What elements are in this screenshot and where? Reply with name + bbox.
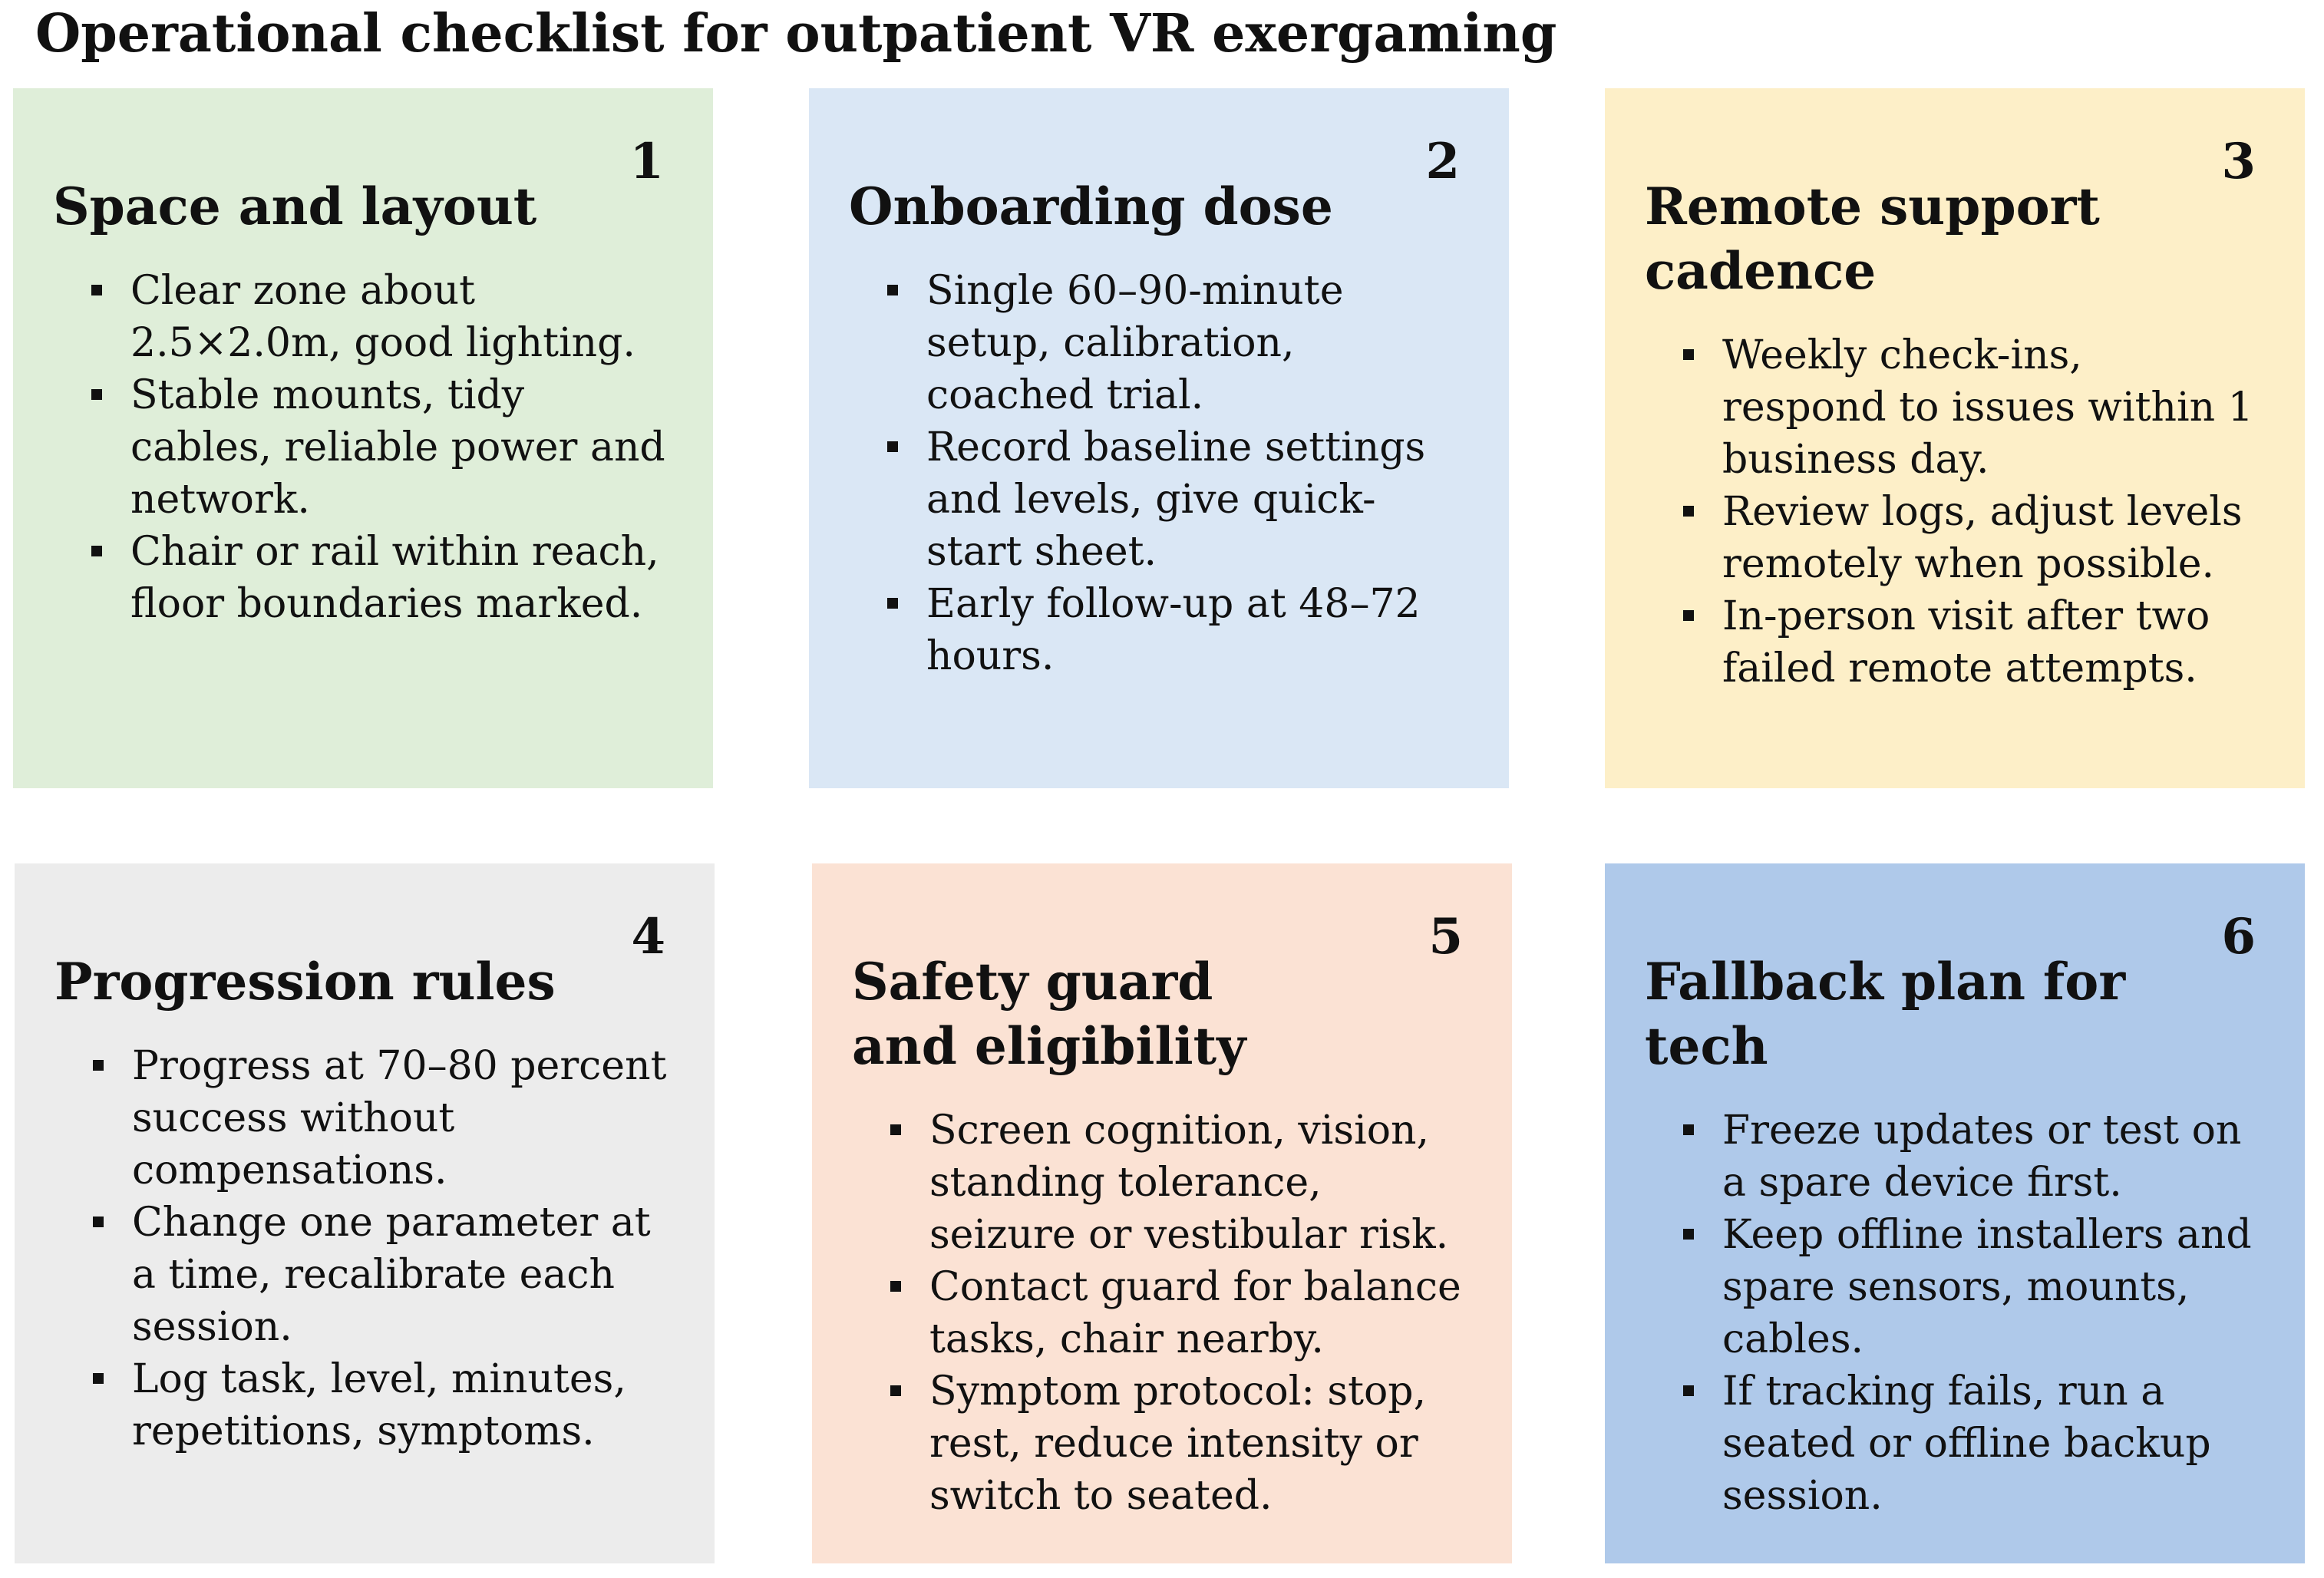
card-number: 1 <box>629 133 664 190</box>
checklist-item: Progress at 70–80 percent success withou… <box>93 1040 668 1197</box>
card-heading: Fallback plan for tech <box>1645 952 2126 1076</box>
checklist-card-2: 2 Onboarding dose Single 60–90-minute se… <box>809 88 1509 788</box>
square-bullet-icon <box>91 389 102 400</box>
checklist-item-text: Weekly check-ins, respond to issues with… <box>1722 332 2253 483</box>
card-heading: Space and layout <box>53 177 537 236</box>
checklist-item-text: Change one parameter at a time, recalibr… <box>132 1200 651 1350</box>
square-bullet-icon <box>93 1060 104 1071</box>
card-item-list: Single 60–90-minute setup, calibration, … <box>849 265 1463 682</box>
checklist-item: If tracking fails, run a seated or offli… <box>1683 1365 2259 1522</box>
checklist-item: Keep offline installers and spare sensor… <box>1683 1209 2259 1365</box>
checklist-item: Clear zone about 2.5×2.0m, good lighting… <box>91 265 667 369</box>
square-bullet-icon <box>1683 506 1694 517</box>
card-number: 3 <box>2221 133 2256 190</box>
square-bullet-icon <box>890 1385 901 1396</box>
checklist-card-1: 1 Space and layout Clear zone about 2.5×… <box>13 88 713 788</box>
checklist-item: Symptom protocol: stop, rest, reduce int… <box>890 1365 1466 1522</box>
checklist-item: Weekly check-ins, respond to issues with… <box>1683 329 2259 486</box>
square-bullet-icon <box>887 598 898 609</box>
checklist-item: Log task, level, minutes, repetitions, s… <box>93 1353 668 1458</box>
square-bullet-icon <box>91 546 102 556</box>
checklist-item-text: Single 60–90-minute setup, calibration, … <box>926 268 1344 418</box>
square-bullet-icon <box>91 285 102 295</box>
checklist-item: Freeze updates or test on a spare device… <box>1683 1104 2259 1209</box>
square-bullet-icon <box>1683 1229 1694 1240</box>
checklist-item: In-person visit after two failed remote … <box>1683 590 2259 695</box>
checklist-card-4: 4 Progression rules Progress at 70–80 pe… <box>15 863 715 1563</box>
checklist-card-5: 5 Safety guard and eligibility Screen co… <box>812 863 1512 1563</box>
square-bullet-icon <box>1683 1385 1694 1396</box>
checklist-item-text: Symptom protocol: stop, rest, reduce int… <box>929 1368 1427 1519</box>
checklist-item-text: In-person visit after two failed remote … <box>1722 593 2210 692</box>
figure-title: Operational checklist for outpatient VR … <box>35 3 1557 64</box>
checklist-item-text: Progress at 70–80 percent success withou… <box>132 1043 667 1193</box>
checklist-item-text: Record baseline settings and levels, giv… <box>926 424 1426 575</box>
checklist-item-text: Chair or rail within reach, floor bounda… <box>130 529 659 627</box>
checklist-item-text: Keep offline installers and spare sensor… <box>1722 1212 2252 1362</box>
card-heading: Onboarding dose <box>849 177 1333 236</box>
square-bullet-icon <box>1683 349 1694 360</box>
square-bullet-icon <box>890 1124 901 1135</box>
square-bullet-icon <box>93 1373 104 1384</box>
checklist-item-text: Freeze updates or test on a spare device… <box>1722 1108 2242 1206</box>
checklist-card-6: 6 Fallback plan for tech Freeze updates … <box>1605 863 2305 1563</box>
card-item-list: Screen cognition, vision, standing toler… <box>852 1104 1466 1522</box>
checklist-item: Contact guard for balance tasks, chair n… <box>890 1261 1466 1365</box>
checklist-item: Single 60–90-minute setup, calibration, … <box>887 265 1463 421</box>
checklist-item-text: If tracking fails, run a seated or offli… <box>1722 1368 2211 1519</box>
checklist-item: Review logs, adjust levels remotely when… <box>1683 486 2259 590</box>
card-heading: Safety guard and eligibility <box>852 952 1246 1076</box>
checklist-item-text: Review logs, adjust levels remotely when… <box>1722 489 2243 587</box>
square-bullet-icon <box>890 1281 901 1292</box>
checklist-item: Chair or rail within reach, floor bounda… <box>91 526 667 630</box>
card-item-list: Weekly check-ins, respond to issues with… <box>1645 329 2259 695</box>
checklist-item-text: Screen cognition, vision, standing toler… <box>929 1108 1449 1258</box>
card-item-list: Progress at 70–80 percent success withou… <box>54 1040 668 1458</box>
card-number: 5 <box>1428 908 1463 966</box>
checklist-item-text: Early follow-up at 48–72 hours. <box>926 581 1421 679</box>
checklist-item: Stable mounts, tidy cables, reliable pow… <box>91 369 667 526</box>
card-item-list: Freeze updates or test on a spare device… <box>1645 1104 2259 1522</box>
checklist-item: Change one parameter at a time, recalibr… <box>93 1197 668 1353</box>
checklist-item: Record baseline settings and levels, giv… <box>887 421 1463 578</box>
card-number: 4 <box>631 908 665 966</box>
checklist-item-text: Clear zone about 2.5×2.0m, good lighting… <box>130 268 635 366</box>
card-item-list: Clear zone about 2.5×2.0m, good lighting… <box>53 265 667 630</box>
card-number: 2 <box>1425 133 1460 190</box>
checklist-card-3: 3 Remote support cadence Weekly check-in… <box>1605 88 2305 788</box>
square-bullet-icon <box>93 1217 104 1227</box>
square-bullet-icon <box>887 285 898 295</box>
square-bullet-icon <box>1683 610 1694 621</box>
checklist-item-text: Log task, level, minutes, repetitions, s… <box>132 1356 626 1454</box>
card-number: 6 <box>2221 908 2256 966</box>
checklist-item: Early follow-up at 48–72 hours. <box>887 578 1463 682</box>
checklist-item: Screen cognition, vision, standing toler… <box>890 1104 1466 1261</box>
square-bullet-icon <box>1683 1124 1694 1135</box>
square-bullet-icon <box>887 441 898 452</box>
checklist-item-text: Stable mounts, tidy cables, reliable pow… <box>130 372 665 523</box>
card-heading: Remote support cadence <box>1645 177 2100 301</box>
checklist-item-text: Contact guard for balance tasks, chair n… <box>929 1264 1461 1362</box>
card-heading: Progression rules <box>54 952 556 1012</box>
